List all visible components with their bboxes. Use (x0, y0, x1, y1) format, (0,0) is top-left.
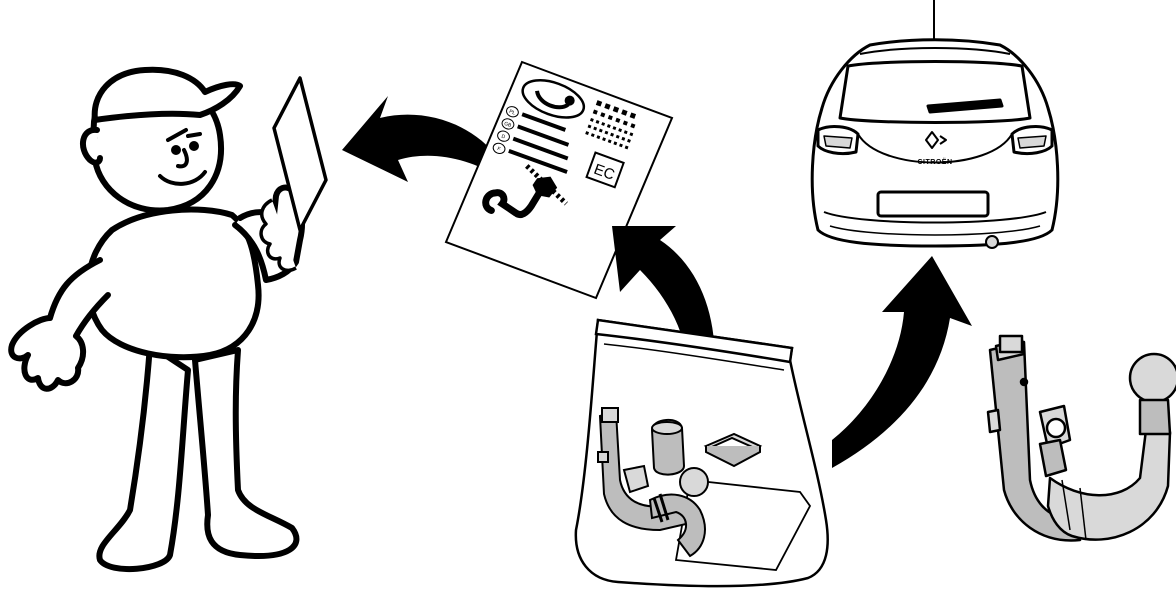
country-code-pl: PL (508, 109, 516, 117)
bag-paper-insert (674, 479, 812, 571)
country-code-d: D (500, 134, 506, 141)
car-towball (985, 235, 999, 249)
held-document-icon (259, 76, 328, 273)
text-lines (508, 112, 570, 174)
brand-logo-icon (925, 131, 947, 149)
curved-arrow-icon (342, 96, 500, 182)
car-badge: CITROËN (918, 158, 953, 166)
mechanic-face (158, 128, 207, 186)
ec-mark-box (585, 151, 625, 189)
towbar-sketch-icon (482, 164, 568, 219)
bag-socket-plate-icon (703, 432, 763, 468)
bag-towbar-icon (597, 407, 709, 558)
license-plate (876, 190, 990, 218)
towbar-icon (986, 334, 1176, 542)
country-code-list: PL GB D F (492, 106, 519, 154)
towbar-oval-icon (521, 79, 586, 119)
code-dot-grid (585, 100, 637, 150)
mechanic-figure-icon (8, 66, 305, 573)
car-rear-icon (810, 0, 1060, 249)
ec-mark: EC (592, 161, 618, 184)
bag-ball-cap-icon (650, 419, 686, 476)
country-code-f: F (496, 146, 501, 153)
rear-wiper (926, 98, 1004, 114)
towbar-ball (1128, 352, 1176, 404)
towbar-kit-bag-icon (574, 318, 829, 588)
curved-arrow-icon (832, 256, 972, 468)
country-code-gb: GB (503, 121, 512, 129)
